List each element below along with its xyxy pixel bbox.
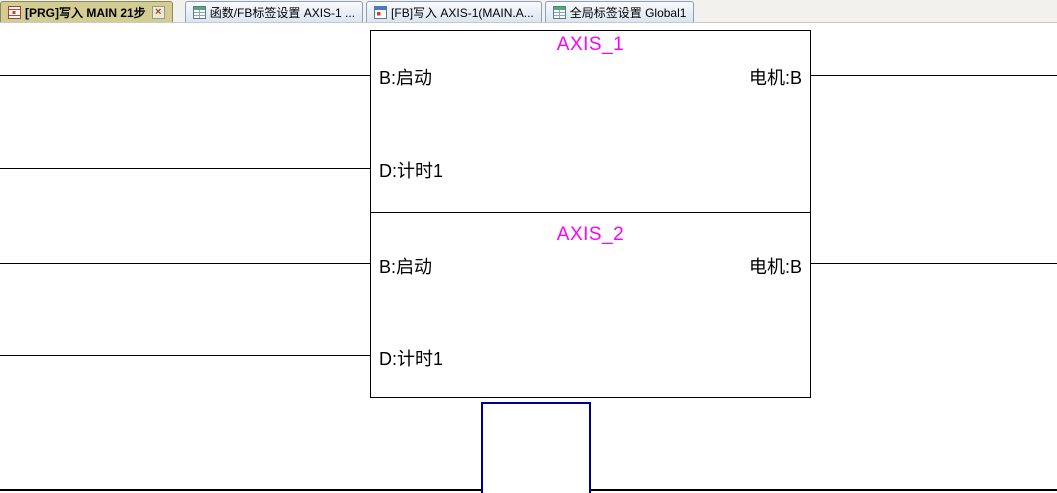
fb-instance-axis2[interactable]: AXIS_2 B:启动 电机:B D:计时1 <box>370 212 811 398</box>
fb-output-label: 电机:B <box>748 68 802 88</box>
global-label-settings-icon <box>552 5 566 19</box>
wire-block2-output <box>811 263 1057 264</box>
wire-block2-input1 <box>0 263 370 264</box>
fb-instance-axis1[interactable]: AXIS_1 B:启动 电机:B D:计时1 <box>370 30 811 213</box>
tab-global-label-settings[interactable]: 全局标签设置 Global1 <box>544 1 695 22</box>
fb-input-label: B:启动 <box>379 257 433 277</box>
tab-label: [FB]写入 AXIS-1(MAIN.A... <box>391 5 534 20</box>
tab-fb-label-settings[interactable]: 函数/FB标签设置 AXIS-1 ... <box>184 1 364 22</box>
wire-block1-input2 <box>0 168 370 169</box>
wire-bottom-right <box>591 489 1057 491</box>
fb-input-label: D:计时1 <box>379 349 444 369</box>
tab-label: 全局标签设置 Global1 <box>569 5 687 20</box>
wire-block1-input1 <box>0 75 370 76</box>
document-tab-bar: [PRG]写入 MAIN 21步 × 函数/FB标签设置 AXIS-1 ... … <box>0 0 1057 23</box>
tab-prg-main[interactable]: [PRG]写入 MAIN 21步 × <box>0 1 173 22</box>
fb-program-icon <box>374 5 388 19</box>
wire-block2-input2 <box>0 355 370 356</box>
wire-block1-output <box>811 75 1057 76</box>
tab-fb-program[interactable]: [FB]写入 AXIS-1(MAIN.A... <box>366 1 542 22</box>
fb-instance-title: AXIS_2 <box>556 224 625 245</box>
fb-input-label: D:计时1 <box>379 161 444 181</box>
edit-cursor-box[interactable] <box>481 402 591 493</box>
tab-close-icon[interactable]: × <box>151 5 165 19</box>
fb-output-label: 电机:B <box>748 257 802 277</box>
tab-label: 函数/FB标签设置 AXIS-1 ... <box>209 5 356 20</box>
fb-label-settings-icon <box>192 5 206 19</box>
tab-label: [PRG]写入 MAIN 21步 <box>25 5 146 20</box>
wire-bottom-left <box>0 489 481 491</box>
fb-instance-title: AXIS_1 <box>556 34 625 55</box>
fb-input-label: B:启动 <box>379 68 433 88</box>
program-icon <box>8 5 21 19</box>
